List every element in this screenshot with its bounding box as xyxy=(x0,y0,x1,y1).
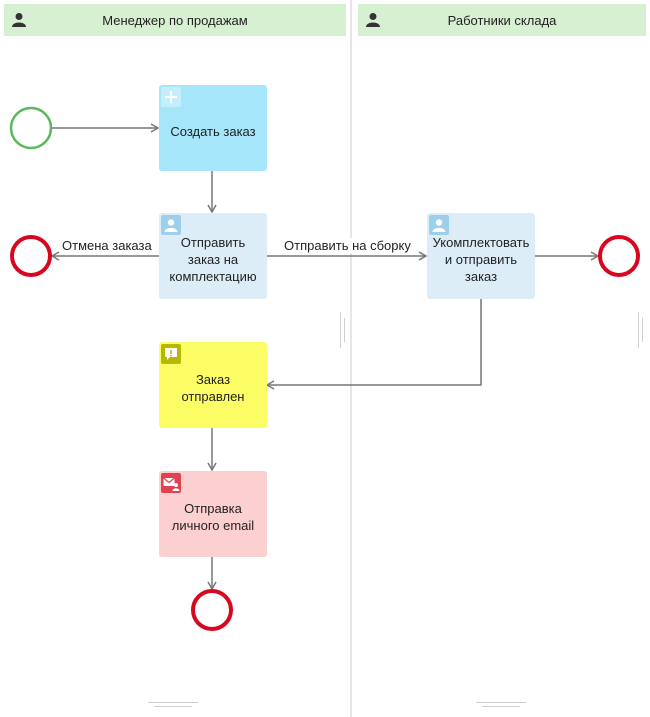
user-icon xyxy=(366,13,380,27)
lane-bottom-resize-handle[interactable] xyxy=(476,702,526,710)
end-event-warehouse[interactable] xyxy=(598,235,640,277)
task-label: Отправить заказ на комплектацию xyxy=(169,234,257,284)
end-event-email[interactable] xyxy=(191,589,233,631)
flow-label-to-assembly: Отправить на сборку xyxy=(284,238,411,253)
flow-assemble-to-shipped[interactable] xyxy=(265,299,482,390)
user-task-icon xyxy=(429,215,449,235)
task-order-shipped[interactable]: Заказ отправлен xyxy=(159,342,267,428)
email-user-icon xyxy=(161,473,181,493)
task-label: Создать заказ xyxy=(170,123,256,139)
lane-divider xyxy=(350,0,352,717)
lane-resize-handle[interactable] xyxy=(638,312,644,348)
lane-header-warehouse-workers[interactable]: Работники склада xyxy=(358,4,646,36)
task-assemble-and-ship[interactable]: Укомплектовать и отправить заказ xyxy=(427,213,535,299)
end-event-cancel[interactable] xyxy=(10,235,52,277)
plus-icon xyxy=(161,87,181,107)
lane-resize-handle[interactable] xyxy=(340,312,346,348)
user-task-icon xyxy=(161,215,181,235)
notification-icon xyxy=(161,344,181,364)
lane-title: Работники склада xyxy=(447,12,557,28)
start-event[interactable] xyxy=(9,106,53,150)
task-create-order[interactable]: Создать заказ xyxy=(159,85,267,171)
lane-bottom-resize-handle[interactable] xyxy=(148,702,198,710)
lane-title: Менеджер по продажам xyxy=(102,12,248,28)
task-send-to-assembly[interactable]: Отправить заказ на комплектацию xyxy=(159,213,267,299)
task-label: Заказ отправлен xyxy=(181,372,245,404)
task-label: Укомплектовать и отправить заказ xyxy=(432,234,530,284)
task-label: Отправка личного email xyxy=(171,501,255,533)
task-send-email[interactable]: Отправка личного email xyxy=(159,471,267,557)
lane-header-sales-manager[interactable]: Менеджер по продажам xyxy=(4,4,346,36)
user-icon xyxy=(12,13,26,27)
flow-label-cancel: Отмена заказа xyxy=(62,238,152,253)
